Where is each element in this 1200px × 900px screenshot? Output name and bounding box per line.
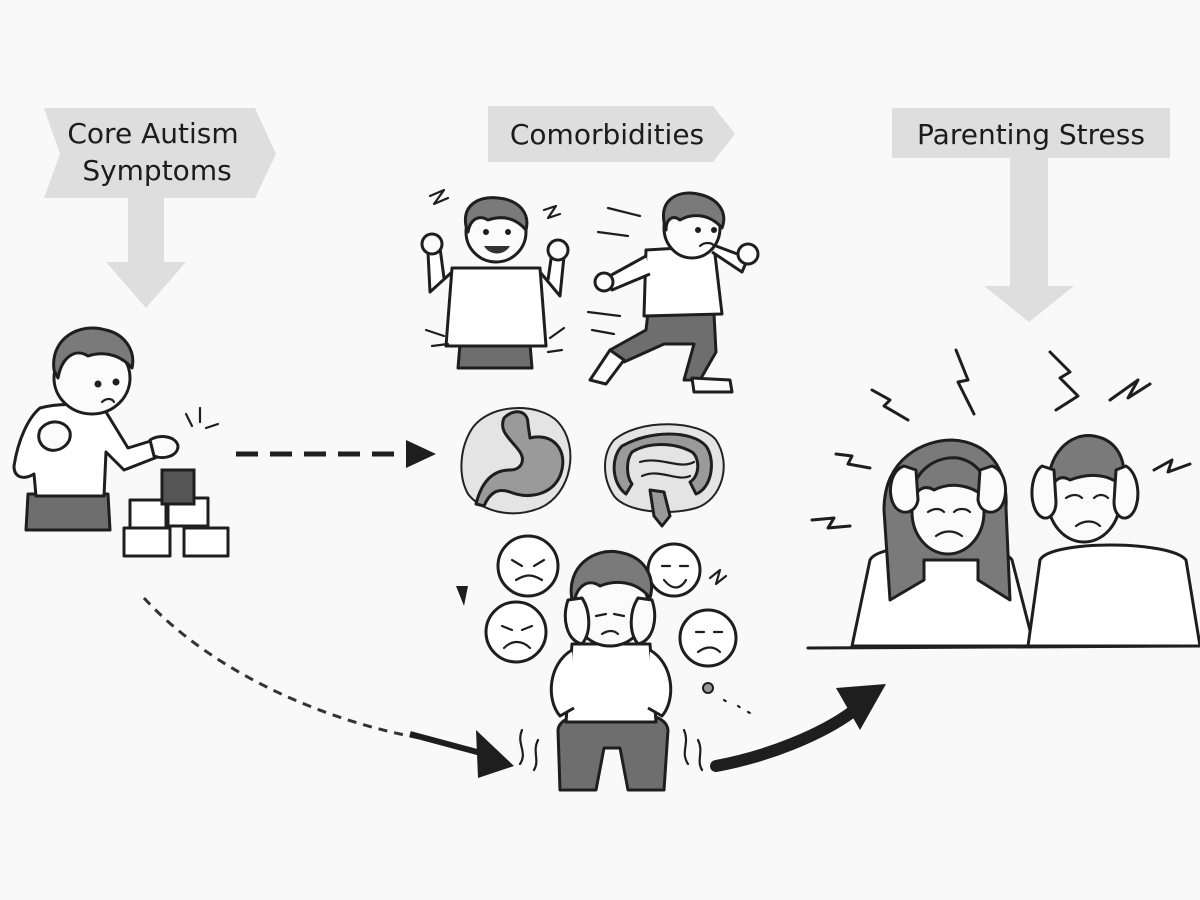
parenting-stress-label: Parenting Stress xyxy=(917,118,1145,151)
emotion-faces-icon xyxy=(456,534,754,716)
comorbidities-label: Comorbidities xyxy=(510,118,704,151)
child-running-icon xyxy=(586,191,760,394)
parenting-stress-banner: Parenting Stress xyxy=(892,108,1170,322)
anxious-child-icon xyxy=(518,549,704,792)
stressed-parents-icon xyxy=(806,348,1200,650)
stomach-icon xyxy=(460,407,572,515)
child-tantrum-icon xyxy=(420,188,570,370)
solid-arrow-to-parenting-stress xyxy=(710,706,858,772)
core-symptoms-label-line2: Symptoms xyxy=(82,154,231,187)
dashed-curve-core-to-anxiety xyxy=(142,596,421,740)
comorbidities-banner: Comorbidities xyxy=(488,106,735,162)
core-symptoms-banner: Core Autism Symptoms xyxy=(44,108,276,308)
child-playing-blocks-icon xyxy=(12,326,230,558)
core-symptoms-label-line1: Core Autism xyxy=(67,117,238,150)
intestines-icon xyxy=(604,423,725,528)
